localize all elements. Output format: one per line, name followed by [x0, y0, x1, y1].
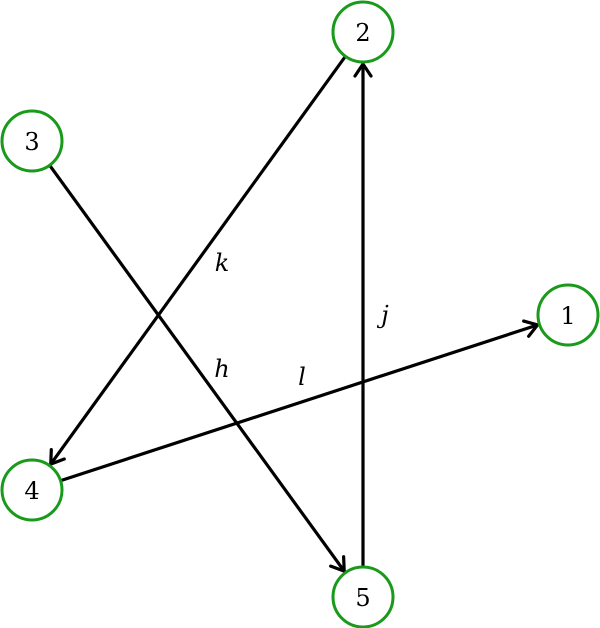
node-1: 1 [536, 283, 600, 347]
edge-line [50, 56, 347, 465]
edge-label-j: j [376, 301, 389, 329]
arrowhead-icon [353, 62, 373, 78]
node-label: 5 [355, 584, 370, 612]
edge-h [48, 165, 346, 573]
node-label: 4 [24, 477, 39, 505]
node-5: 5 [331, 565, 395, 628]
edge-label-l: l [298, 363, 306, 391]
node-4: 4 [0, 458, 64, 522]
node-circle [0, 109, 64, 173]
node-label: 3 [24, 128, 39, 156]
node-circle [0, 458, 64, 522]
arrowhead-icon [522, 319, 540, 338]
arrowhead-icon [329, 555, 346, 573]
node-3: 3 [0, 109, 64, 173]
edge-label-h: h [214, 355, 229, 383]
node-circle [536, 283, 600, 347]
node-circle [331, 565, 395, 628]
node-label: 2 [355, 19, 370, 47]
arrowhead-icon [49, 448, 66, 466]
edges-layer [48, 56, 540, 573]
node-2: 2 [331, 0, 395, 64]
edge-k [49, 56, 347, 466]
edge-l [60, 319, 540, 482]
node-label: 1 [560, 302, 575, 330]
edge-label-k: k [215, 249, 230, 277]
edge-line [60, 323, 538, 482]
edge-line [48, 165, 345, 572]
node-circle [331, 0, 395, 64]
edge-j [353, 62, 373, 566]
